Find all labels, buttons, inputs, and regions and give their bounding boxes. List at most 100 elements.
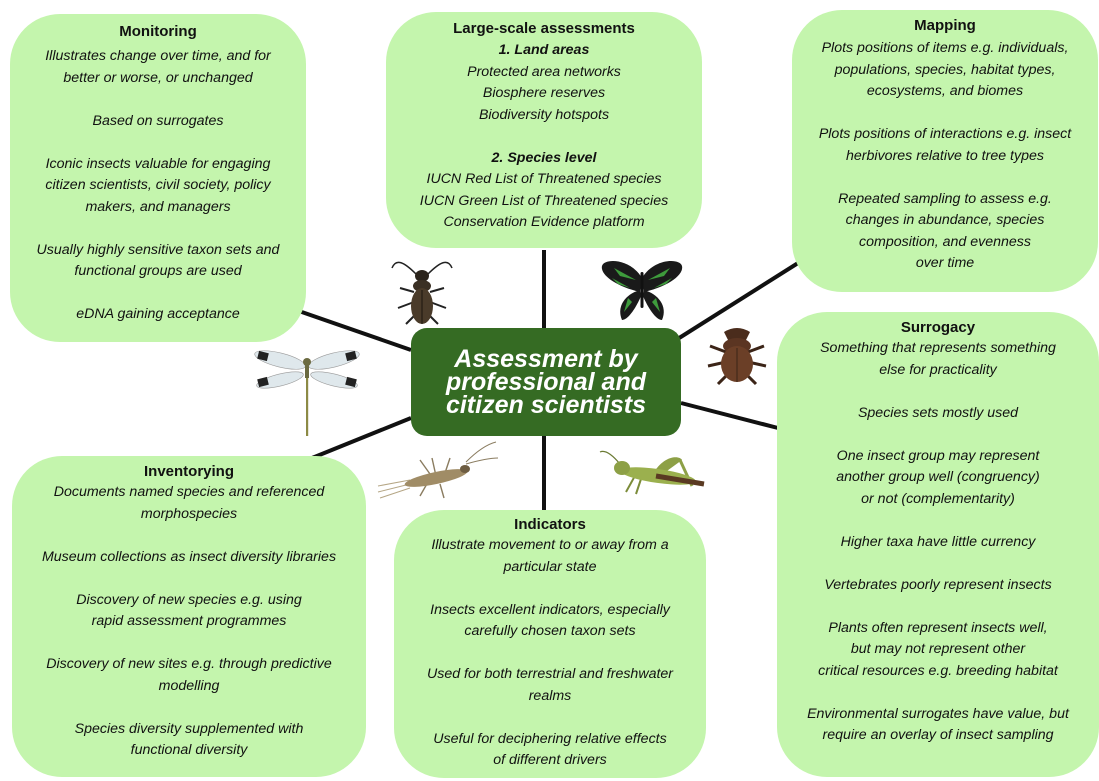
text-line: but may not represent other <box>850 641 1026 657</box>
text-line: require an overlay of insect sampling <box>822 727 1054 743</box>
text-line: IUCN Red List of Threatened species <box>426 171 662 187</box>
text-line: functional diversity <box>130 742 248 758</box>
paragraph-gap <box>10 132 306 154</box>
inventorying-text: Documents named species and referenced mo… <box>12 482 366 762</box>
large-scale-title: Large-scale assessments <box>453 20 635 37</box>
text-line: Protected area networks <box>467 63 621 80</box>
center-node: Assessment by professional and citizen s… <box>411 328 681 436</box>
paragraph-gap <box>394 643 706 665</box>
inventorying-box: Inventorying Documents named species and… <box>12 456 366 777</box>
text-line: Museum collections as insect diversity l… <box>41 548 337 565</box>
text-line: changes in abundance, species <box>845 212 1045 228</box>
text-line: Repeated sampling to assess e.g. <box>838 190 1052 207</box>
text-line: Useful for deciphering relative effects <box>433 730 667 747</box>
text-line: Discovery of new species e.g. using <box>76 591 302 608</box>
paragraph-gap <box>777 424 1099 446</box>
text-line: One insect group may represent <box>836 447 1040 464</box>
paragraph-gap <box>777 553 1099 575</box>
text-line: Conservation Evidence platform <box>443 214 645 230</box>
surrogacy-text: Something that represents something else … <box>777 338 1099 747</box>
mapping-title: Mapping <box>914 17 976 34</box>
inventorying-title: Inventorying <box>143 463 234 480</box>
connector-mapping <box>674 256 808 342</box>
text-line: Biosphere reserves <box>482 85 606 101</box>
text-line: populations, species, habitat types, <box>834 61 1056 78</box>
paragraph-gap <box>10 283 306 305</box>
text-line: Environmental surrogates have value, but <box>807 705 1069 722</box>
text-line: Plots positions of interactions e.g. ins… <box>818 126 1072 142</box>
text-line: modelling <box>158 677 220 694</box>
text-line: citizen scientists, civil society, polic… <box>45 177 271 193</box>
text-line: Iconic insects valuable for engaging <box>45 155 271 172</box>
text-line: composition, and evenness <box>859 233 1031 250</box>
text-line: Biodiversity hotspots <box>478 106 610 123</box>
beetle-icon <box>391 261 453 325</box>
text-line: makers, and managers <box>85 198 231 215</box>
surrogacy-box: Surrogacy Something that represents some… <box>777 312 1099 777</box>
text-line: Plots positions of items e.g. individual… <box>821 40 1069 56</box>
indicators-text: Illustrate movement to or away from a par… <box>394 535 706 772</box>
monitoring-title: Monitoring <box>119 23 197 40</box>
paragraph-gap <box>792 103 1098 125</box>
large-scale-assessments-box: Large-scale assessments 1. Land areas Pr… <box>386 12 702 248</box>
text-line: Higher taxa have little currency <box>840 533 1036 550</box>
connector-monitoring <box>295 308 412 352</box>
surrogacy-title: Surrogacy <box>900 319 976 336</box>
text-line: Insects excellent indicators, especially <box>430 601 670 618</box>
text-line: Vertebrates poorly represent insects <box>824 576 1052 593</box>
text-line: Species sets mostly used <box>857 404 1019 421</box>
mapping-box: Mapping Plots positions of items e.g. in… <box>792 10 1098 292</box>
stonefly-icon <box>377 441 499 499</box>
text-line: or not (complementarity) <box>861 490 1015 507</box>
text-line: over time <box>915 255 975 271</box>
text-line: Documents named species and referenced <box>53 484 325 500</box>
paragraph-gap <box>12 525 366 547</box>
text-line: morphospecies <box>140 505 238 522</box>
text-line: herbivores relative to tree types <box>846 147 1044 164</box>
text-line: Species diversity supplemented with <box>74 720 304 737</box>
paragraph-gap <box>777 510 1099 532</box>
text-line: carefully chosen taxon sets <box>464 623 636 639</box>
monitoring-box: Monitoring Illustrates change over time,… <box>10 14 306 342</box>
paragraph-gap <box>12 633 366 655</box>
text-line: Illustrate movement to or away from a <box>431 537 669 553</box>
mapping-text: Plots positions of items e.g. individual… <box>792 38 1098 275</box>
connector-surrogacy <box>680 401 779 430</box>
grasshopper-icon <box>599 450 705 495</box>
text-line: realms <box>528 687 572 704</box>
text-line: ecosystems, and biomes <box>866 83 1024 99</box>
paragraph-gap <box>394 707 706 729</box>
paragraph-gap <box>777 682 1099 704</box>
text-line: critical resources e.g. breeding habitat <box>818 662 1058 679</box>
paragraph-gap <box>792 167 1098 189</box>
text-line: eDNA gaining acceptance <box>76 306 240 322</box>
center-title: Assessment by professional and citizen s… <box>445 344 647 419</box>
text-line: Used for both terrestrial and freshwater <box>426 666 674 682</box>
text-line: another group well (congruency) <box>836 469 1040 485</box>
paragraph-gap <box>12 697 366 719</box>
text-line: Illustrates change over time, and for <box>45 48 271 64</box>
paragraph-gap <box>12 568 366 590</box>
paragraph-gap <box>394 578 706 600</box>
text-line: Based on surrogates <box>92 112 224 129</box>
connector-inventorying <box>311 416 412 460</box>
scarab-icon <box>707 328 767 386</box>
paragraph-gap <box>777 596 1099 618</box>
text-line: particular state <box>503 558 597 575</box>
paragraph-gap <box>10 89 306 111</box>
text-line: of different drivers <box>493 752 607 768</box>
text-line: else for practicality <box>879 361 997 378</box>
paragraph-gap <box>777 381 1099 403</box>
text-line: Usually highly sensitive taxon sets and <box>36 241 280 258</box>
land-areas-heading: 1. Land areas <box>498 42 590 58</box>
text-line: better or worse, or unchanged <box>63 69 253 86</box>
text-line: functional groups are used <box>74 263 242 279</box>
monitoring-text: Illustrates change over time, and for bet… <box>10 46 306 326</box>
text-line: Plants often represent insects well, <box>828 619 1048 636</box>
species-level-heading: 2. Species level <box>491 149 597 166</box>
text-line: Something that represents something <box>820 340 1056 356</box>
text-line: Discovery of new sites e.g. through pred… <box>46 656 332 672</box>
